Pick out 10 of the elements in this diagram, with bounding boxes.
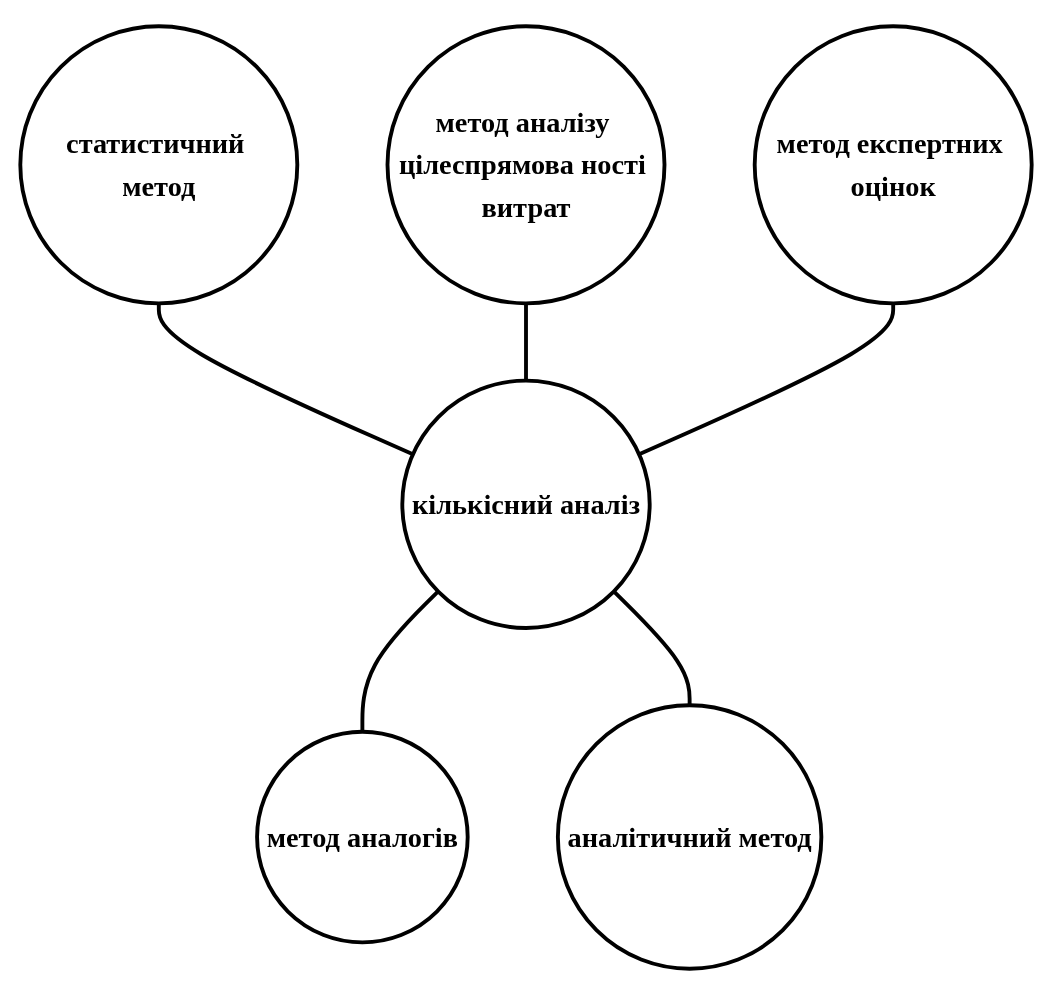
node-circle: кількісний аналіз xyxy=(400,379,652,631)
node-circle: аналітичний метод xyxy=(555,703,824,972)
connector xyxy=(612,590,692,706)
node-circle: метод аналізу цілеспрямова ності витрат xyxy=(385,24,667,306)
node-circle: метод експертних оцінок xyxy=(752,24,1034,306)
connector xyxy=(524,303,528,382)
connector xyxy=(156,303,414,457)
node-circle: метод аналогів xyxy=(255,730,470,945)
connector xyxy=(360,590,440,733)
node-circle: статистичний метод xyxy=(18,24,300,306)
